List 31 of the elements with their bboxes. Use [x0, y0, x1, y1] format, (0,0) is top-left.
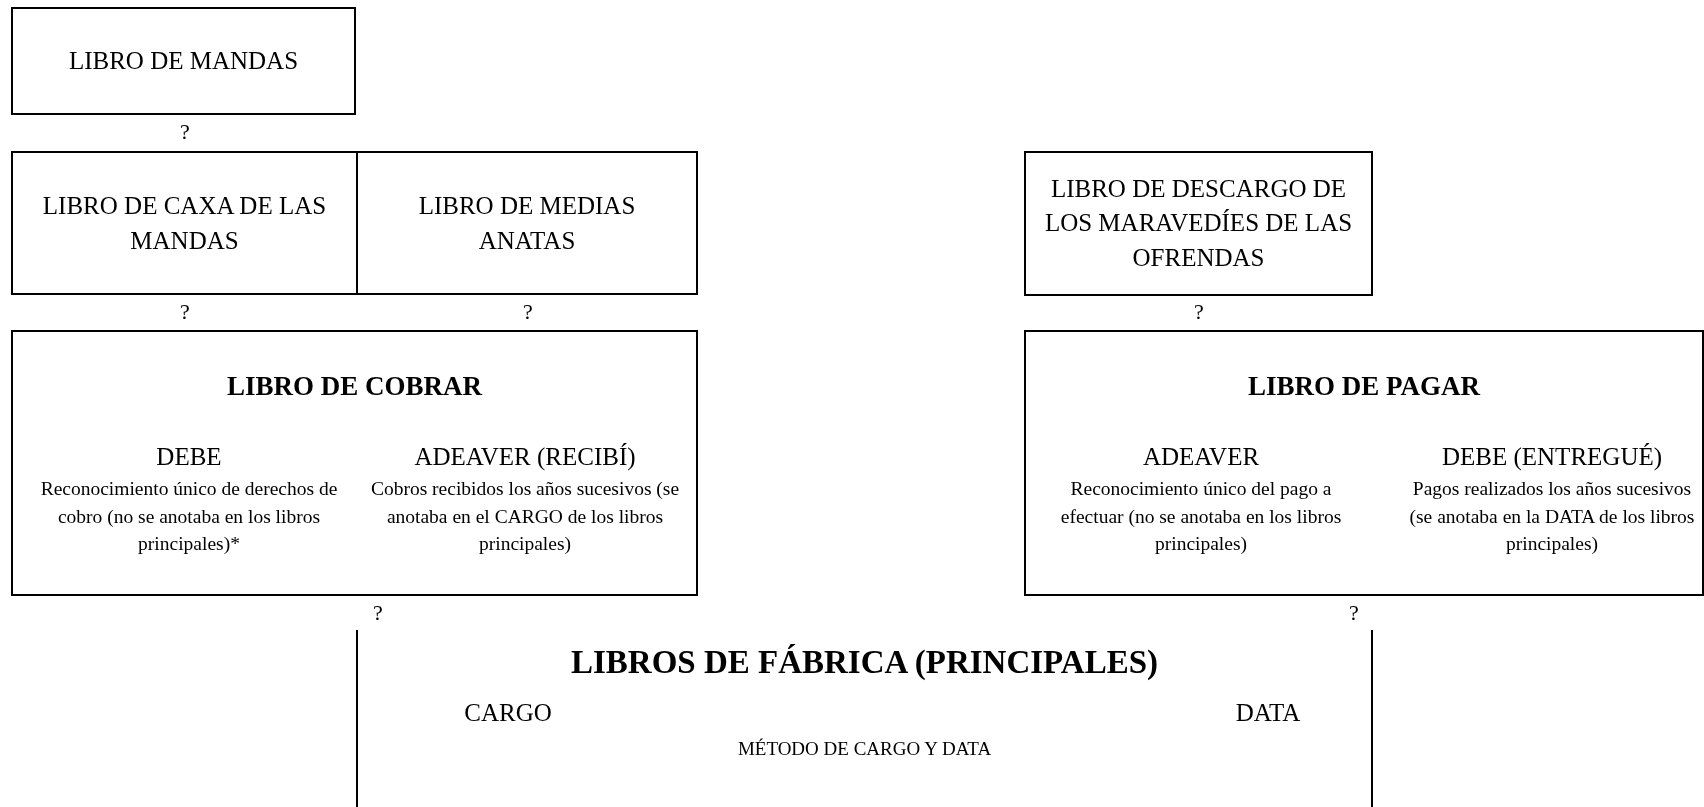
box-title: LIBRO DE CAXA DE LAS MANDAS [41, 190, 328, 255]
box-heading: LIBRO DE COBRAR [225, 370, 484, 403]
question-mark: ? [179, 299, 191, 325]
book-box [11, 151, 358, 295]
book-box [356, 630, 1373, 807]
column-heading: ADEAVER (RECIBÍ) [413, 442, 637, 473]
column-text: Reconocimiento único de derechos de cobro (no se anotaba en los libros principales)* [39, 477, 339, 557]
question-mark: ? [372, 600, 384, 626]
column-heading: DEBE [155, 442, 223, 472]
box-heading: LIBRO DE PAGAR [1247, 370, 1482, 403]
book-box [11, 7, 356, 115]
question-mark: ? [522, 299, 534, 325]
book-box [11, 330, 698, 596]
column-text: Pagos realizados los años sucesivos (se anotaba en la DATA de los libros principales) [1408, 477, 1696, 557]
column-text: Reconocimiento único del pago a efectuar (no se anotaba en los libros principales) [1059, 477, 1343, 557]
book-box [1024, 330, 1704, 596]
question-mark: ? [179, 119, 191, 145]
column-heading: ADEAVER [1141, 442, 1261, 472]
box-title: LIBRO DE DESCARGO DE LOS MARAVEDÍES DE LAS OFRENDAS [1043, 173, 1354, 273]
question-mark: ? [1193, 299, 1205, 325]
box-title: LIBRO DE MANDAS [67, 45, 300, 76]
book-box [356, 151, 698, 295]
column-text: Cobros recibidos los años sucesivos (se anotaba en el CARGO de los libros principales) [369, 477, 681, 557]
question-mark: ? [1348, 600, 1360, 626]
column-heading: DEBE (ENTREGUÉ) [1440, 442, 1664, 473]
book-box [1024, 151, 1373, 296]
column-heading: DATA [1234, 698, 1302, 728]
box-heading: LIBROS DE FÁBRICA (PRINCIPALES) [569, 643, 1160, 682]
column-heading: CARGO [463, 698, 553, 728]
method-text: MÉTODO DE CARGO Y DATA [736, 737, 993, 761]
box-title: LIBRO DE MEDIAS ANATAS [417, 190, 637, 255]
